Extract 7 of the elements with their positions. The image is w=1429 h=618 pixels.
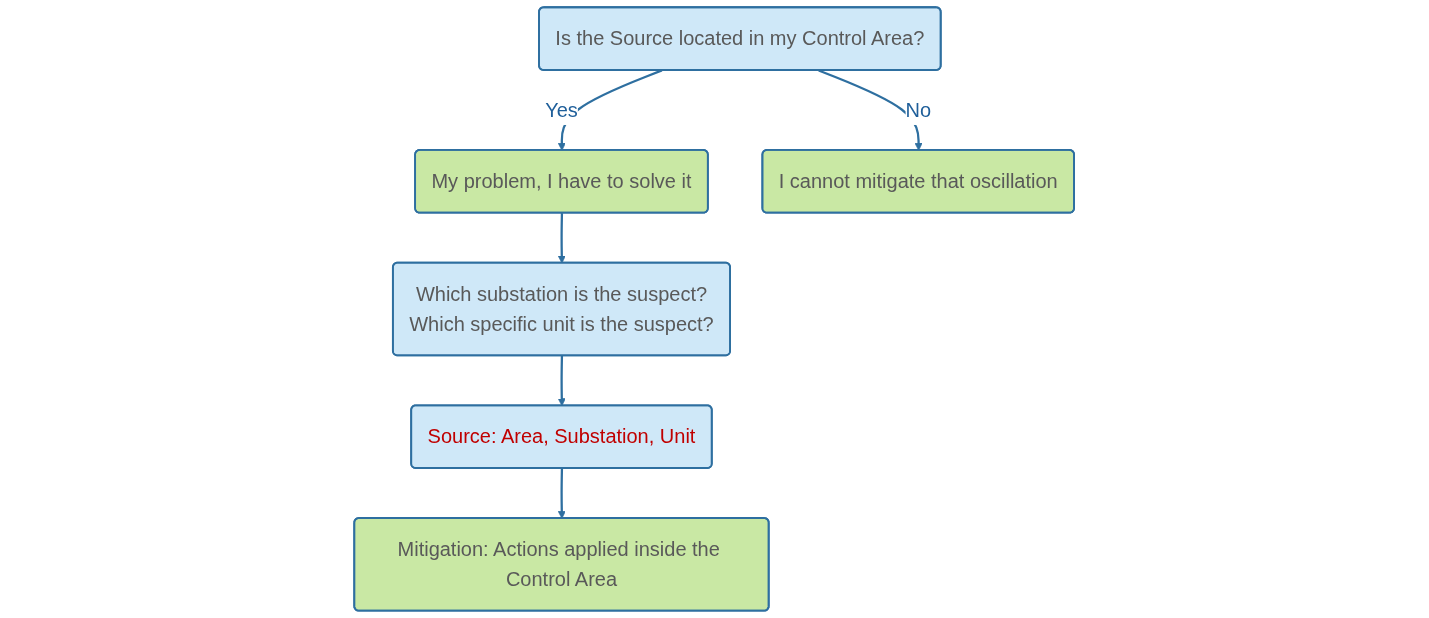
edge-label: Yes: [545, 98, 579, 122]
arrow: [558, 69, 663, 151]
edge-label: No: [905, 98, 932, 122]
arrow: [558, 355, 567, 407]
arrow: [818, 69, 923, 151]
arrow: [558, 213, 567, 264]
arrow: [558, 468, 567, 519]
